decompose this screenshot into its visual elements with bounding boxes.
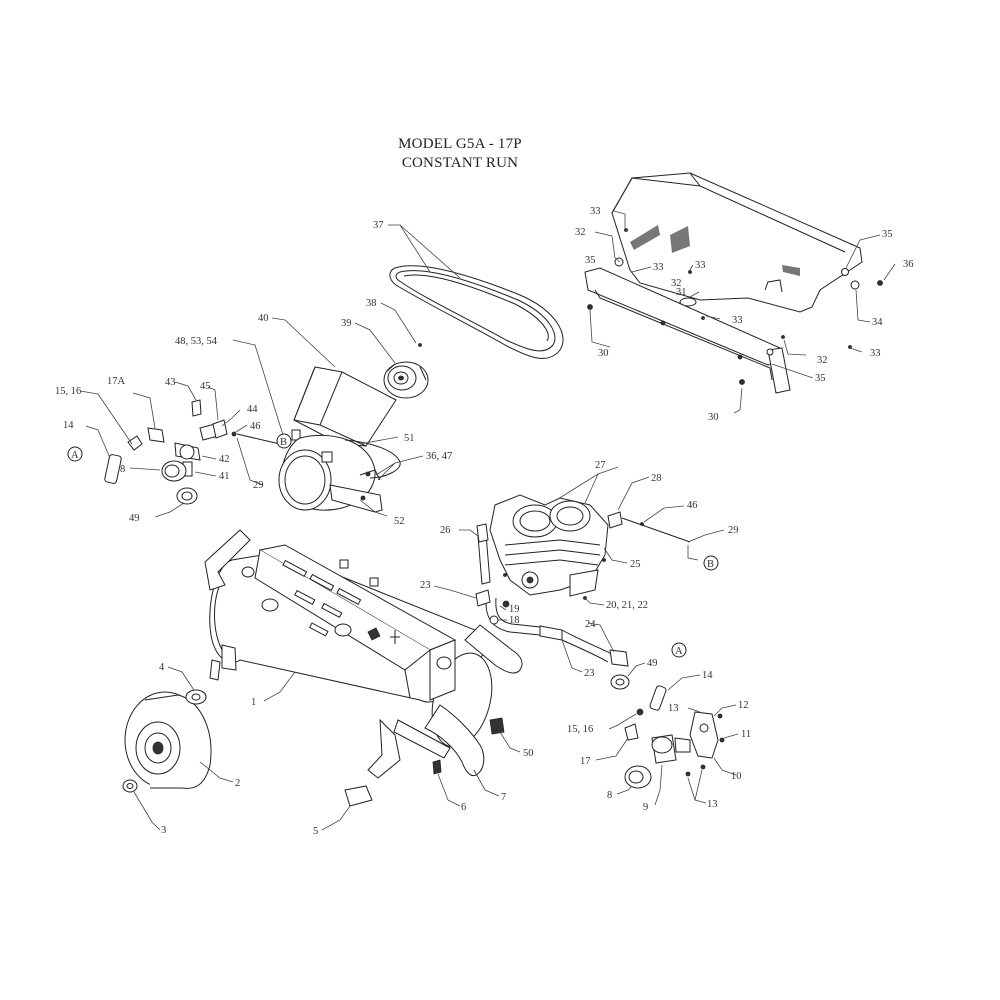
callout-33: 33 xyxy=(870,348,881,359)
callout-5: 5 xyxy=(313,826,318,837)
callout-7: 7 xyxy=(501,792,506,803)
motor-pulley xyxy=(383,343,429,399)
callout-8: 8 xyxy=(120,464,125,475)
callout-8: 8 xyxy=(607,790,612,801)
callout-35: 35 xyxy=(585,255,596,266)
callout-51: 51 xyxy=(404,433,415,444)
model-title: MODEL G5A - 17P xyxy=(398,136,522,152)
callout-28: 28 xyxy=(651,473,662,484)
ref-circle-b-left: B xyxy=(276,433,292,449)
v-belt xyxy=(389,265,564,359)
callout-33: 33 xyxy=(653,262,664,273)
callout-23: 23 xyxy=(584,668,595,679)
callout-2: 2 xyxy=(235,778,240,789)
callout-33: 33 xyxy=(590,206,601,217)
svg-text:A: A xyxy=(71,450,79,461)
callout-25: 25 xyxy=(630,559,641,570)
callout-17A: 17A xyxy=(107,376,126,387)
callout-29: 29 xyxy=(253,480,264,491)
discharge-tubes xyxy=(475,511,691,690)
callout-3: 3 xyxy=(161,825,166,836)
electric-motor xyxy=(278,366,401,513)
callout-34: 34 xyxy=(872,317,883,328)
callout-39: 39 xyxy=(341,318,352,329)
callout-44: 44 xyxy=(247,404,258,415)
callout-40: 40 xyxy=(258,313,269,324)
callout-27: 27 xyxy=(595,460,606,471)
callout-35: 35 xyxy=(815,373,826,384)
guard-fasteners xyxy=(587,228,883,385)
callout-1: 1 xyxy=(251,697,256,708)
callout-19: 19 xyxy=(509,604,520,615)
callout-35: 35 xyxy=(882,229,893,240)
callout-20-21-22: 20, 21, 22 xyxy=(606,600,648,611)
callout-30: 30 xyxy=(598,348,609,359)
callout-12: 12 xyxy=(738,700,749,711)
callout-32: 32 xyxy=(671,278,682,289)
tank-slots xyxy=(282,559,400,644)
svg-text:A: A xyxy=(675,646,683,657)
callout-52: 52 xyxy=(394,516,405,527)
callout-14: 14 xyxy=(63,420,74,431)
callout-38: 38 xyxy=(366,298,377,309)
callout-46: 46 xyxy=(250,421,261,432)
callout-10: 10 xyxy=(731,771,742,782)
ref-circle-a-right: A xyxy=(671,642,687,658)
guard-bracket xyxy=(584,267,791,394)
callout-41: 41 xyxy=(219,471,230,482)
callout-6: 6 xyxy=(461,802,466,813)
callout-9: 9 xyxy=(643,802,648,813)
callout-33: 33 xyxy=(732,315,743,326)
callout-4: 4 xyxy=(159,662,165,673)
pressure-switch-fittings xyxy=(104,399,286,505)
callout-11: 11 xyxy=(741,729,751,740)
wheel xyxy=(122,659,221,793)
callout-42: 42 xyxy=(219,454,230,465)
guard-vent-left xyxy=(630,225,800,276)
callout-31: 31 xyxy=(676,287,687,298)
callout-36-47: 36, 47 xyxy=(426,451,452,462)
callout-14: 14 xyxy=(702,670,713,681)
regulator-assembly xyxy=(624,685,725,789)
callout-43: 43 xyxy=(165,377,176,388)
callout-45: 45 xyxy=(200,381,211,392)
callout-37: 37 xyxy=(373,220,384,231)
callout-13: 13 xyxy=(707,799,718,810)
callout-29: 29 xyxy=(728,525,739,536)
callout-33: 33 xyxy=(695,260,706,271)
callout-18: 18 xyxy=(509,615,520,626)
model-subtitle: CONSTANT RUN xyxy=(401,155,519,171)
ref-circle-b-right: B xyxy=(703,555,719,571)
callout-32: 32 xyxy=(817,355,828,366)
leader-lines xyxy=(79,210,896,831)
callout-48-53-54: 48, 53, 54 xyxy=(175,336,218,347)
callout-13: 13 xyxy=(668,703,679,714)
callout-26: 26 xyxy=(440,525,451,536)
svg-text:B: B xyxy=(280,437,287,448)
callout-30: 30 xyxy=(708,412,719,423)
callout-32: 32 xyxy=(575,227,586,238)
air-tank xyxy=(204,529,523,807)
ref-circle-a-left: A xyxy=(67,446,83,462)
callout-23: 23 xyxy=(420,580,431,591)
callout-15-16: 15, 16 xyxy=(567,724,593,735)
compressor-pump xyxy=(489,494,609,600)
callout-labels: 33 32 35 33 33 32 31 33 32 35 33 35 36 3… xyxy=(55,206,914,837)
callout-49: 49 xyxy=(129,513,140,524)
callout-36: 36 xyxy=(903,259,914,270)
belt-guard xyxy=(611,172,863,313)
callout-17: 17 xyxy=(580,756,591,767)
callout-46: 46 xyxy=(687,500,698,511)
callout-49: 49 xyxy=(647,658,658,669)
svg-text:B: B xyxy=(707,559,714,570)
callout-24: 24 xyxy=(585,619,596,630)
callout-50: 50 xyxy=(523,748,534,759)
callout-15-16: 15, 16 xyxy=(55,386,81,397)
